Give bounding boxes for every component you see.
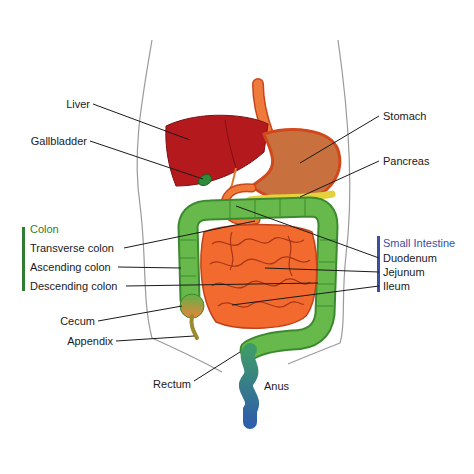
colon-bracket bbox=[22, 227, 25, 291]
organ-label: Appendix bbox=[67, 335, 113, 348]
organ-label: Cecum bbox=[60, 315, 95, 328]
rectum-shape bbox=[246, 350, 252, 422]
appendix-shape bbox=[191, 316, 197, 338]
small-intestine-bracket bbox=[377, 236, 380, 292]
small-intestine-loops bbox=[210, 232, 310, 307]
group-heading: Small Intestine bbox=[383, 237, 455, 250]
organ-label: Descending colon bbox=[30, 280, 117, 293]
organ-label: Rectum bbox=[153, 378, 191, 391]
organ-label: Stomach bbox=[383, 110, 426, 123]
organ-label: Liver bbox=[66, 98, 90, 111]
colon-fill bbox=[188, 207, 328, 350]
colon-outline bbox=[188, 207, 328, 350]
small-intestine-shape bbox=[201, 225, 317, 329]
organ-label: Duodenum bbox=[383, 252, 437, 265]
leader-lines bbox=[90, 104, 379, 381]
organ-label: Gallbladder bbox=[31, 135, 87, 148]
stomach-shape bbox=[252, 130, 340, 200]
body-outline bbox=[137, 40, 350, 372]
gallbladder-shape bbox=[196, 172, 213, 188]
liver-shape bbox=[166, 115, 268, 186]
group-heading: Colon bbox=[30, 223, 59, 236]
organ-label: Pancreas bbox=[383, 155, 429, 168]
organ-label: Transverse colon bbox=[30, 242, 114, 255]
liver-lobe-line bbox=[225, 120, 236, 168]
organ-label: Anus bbox=[264, 380, 289, 393]
organ-label: Ascending colon bbox=[30, 261, 111, 274]
organ-label: Jejunum bbox=[383, 266, 425, 279]
organ-label: Ileum bbox=[383, 280, 410, 293]
